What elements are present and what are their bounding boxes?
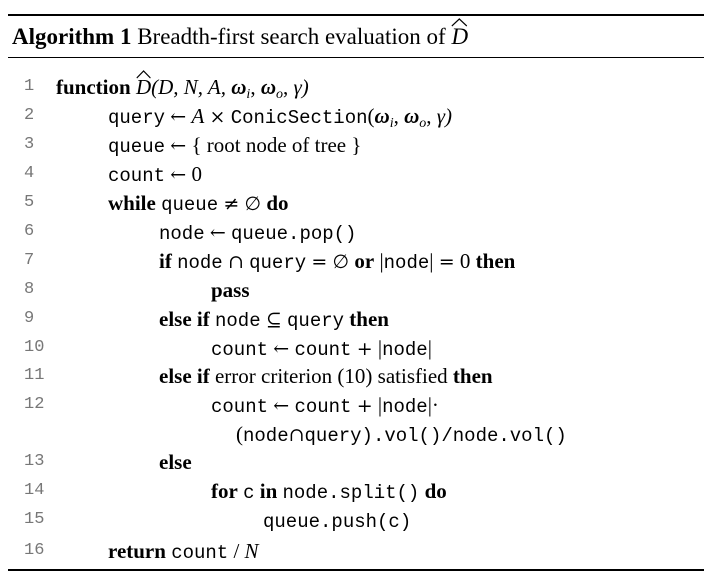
line-code: count ← count + |node| — [211, 336, 432, 361]
line-code: for c in node.split() do — [211, 479, 447, 504]
line-code: query ← A × ConicSection(ωi, ωo, γ) — [108, 104, 453, 131]
algorithm-caption: Algorithm 1 Breadth-first search evaluat… — [12, 18, 468, 53]
line-number: 16 — [24, 541, 45, 560]
line-code: count ← count + |node|· — [211, 393, 439, 418]
line-code: if node ∩ query = ∅ or |node| = 0 then — [159, 249, 516, 274]
line-code: queue ← { root node of tree } — [108, 133, 362, 158]
line-code: function D(D, N, A, ωi, ωo, γ) — [56, 70, 309, 109]
algorithm-title: Breadth-first search evaluation of — [137, 24, 446, 49]
line-number: 6 — [24, 222, 35, 241]
line-number: 1 — [24, 77, 35, 96]
line-code: node ← queue.pop() — [159, 222, 357, 245]
function-symbol: D — [136, 70, 151, 101]
line-number: 15 — [24, 510, 45, 529]
line-number: 4 — [24, 164, 35, 183]
algorithm-label: Algorithm 1 — [12, 24, 132, 49]
line-number: 8 — [24, 280, 35, 299]
caption-rule — [8, 57, 704, 58]
line-number: 2 — [24, 106, 35, 125]
line-number: 12 — [24, 395, 45, 414]
line-number: 9 — [24, 309, 35, 328]
line-code: else if node ⊆ query then — [159, 307, 389, 332]
hat-icon — [451, 18, 468, 27]
line-code: while queue ≠ ∅ do — [108, 191, 289, 216]
line-code: return count / N — [108, 539, 259, 564]
line-number: 5 — [24, 193, 35, 212]
top-rule — [8, 14, 704, 16]
caption-symbol: D — [451, 18, 468, 53]
line-code: queue.push(c) — [263, 511, 412, 533]
line-number: 7 — [24, 251, 35, 270]
bottom-rule — [8, 569, 704, 571]
line-code: (node∩query).vol()/node.vol() — [236, 422, 567, 447]
line-number: 10 — [24, 338, 45, 357]
line-number: 14 — [24, 481, 45, 500]
line-number: 3 — [24, 135, 35, 154]
line-code: else if error criterion (10) satisfied t… — [159, 364, 493, 388]
line-code: pass — [211, 278, 250, 302]
line-number: 11 — [24, 366, 45, 385]
line-code: count ← 0 — [108, 162, 202, 187]
line-code: else — [159, 450, 192, 474]
hat-icon — [136, 70, 151, 79]
line-number: 13 — [24, 452, 45, 471]
